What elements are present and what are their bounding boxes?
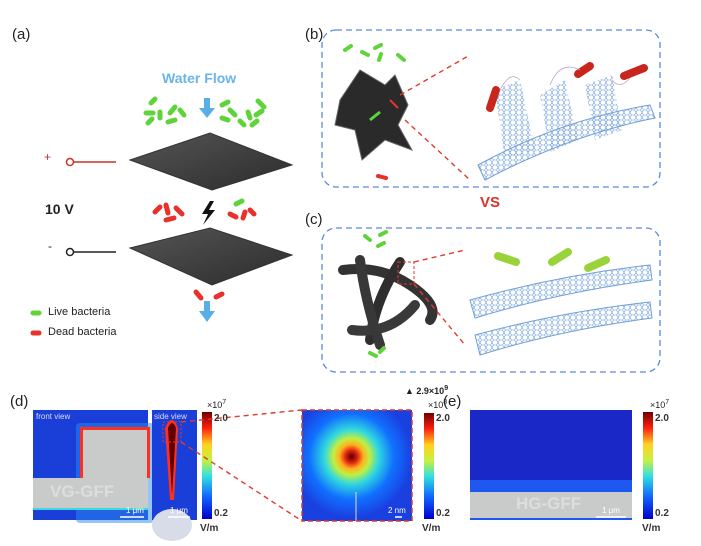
electrode-sheet-top bbox=[128, 132, 294, 191]
colorbar-2 bbox=[424, 413, 434, 519]
graphene-sheets-vertical bbox=[477, 75, 656, 181]
colorbar-3-max: 2.0 bbox=[655, 413, 669, 424]
panel-label-d: (d) bbox=[10, 393, 29, 410]
water-flow-arrow-top bbox=[199, 98, 215, 118]
terminal-plus bbox=[65, 157, 75, 167]
colorbar-2-multiplier: ×108 bbox=[428, 399, 448, 410]
panel-c-box bbox=[321, 227, 661, 373]
live-bacteria-c-large bbox=[494, 248, 610, 272]
colorbar-3 bbox=[643, 412, 653, 519]
water-flow-arrow-bottom bbox=[199, 301, 215, 322]
legend-live-label: Live bacteria bbox=[48, 306, 111, 318]
hg-gff-field-map bbox=[470, 410, 632, 520]
colorbar-2-unit: V/m bbox=[422, 523, 441, 534]
dead-bacteria-b-large bbox=[486, 62, 648, 112]
front-view-label: front view bbox=[36, 412, 71, 421]
live-bacteria-b bbox=[343, 43, 406, 62]
water-flow-label: Water Flow bbox=[162, 70, 237, 86]
voltage-label: 10 V bbox=[45, 201, 74, 217]
colorbar-1 bbox=[202, 412, 212, 519]
colorbar-1-max: 2.0 bbox=[214, 413, 228, 424]
panel-label-e: (e) bbox=[443, 393, 462, 410]
colorbar-1-min: 0.2 bbox=[214, 508, 228, 519]
lightning-icon bbox=[202, 201, 215, 225]
electrode-sheet-bottom bbox=[128, 227, 294, 286]
panel-b-box bbox=[321, 29, 661, 188]
colorbar-2-peak: ▲ 2.9×109 bbox=[405, 385, 449, 396]
scale-bar-front: 1 μm bbox=[126, 506, 144, 515]
colorbar-2-max: 2.0 bbox=[436, 413, 450, 424]
front-view-field-map bbox=[33, 410, 154, 523]
colorbar-3-unit: V/m bbox=[642, 523, 661, 534]
zoom-lines-c bbox=[413, 249, 466, 346]
panel-label-a: (a) bbox=[12, 26, 31, 43]
colorbar-3-min: 0.2 bbox=[655, 508, 669, 519]
scale-bar-e: 1 μm bbox=[602, 506, 620, 515]
dead-bacterium-b bbox=[376, 174, 388, 180]
dead-bacteria-middle bbox=[152, 198, 257, 223]
scale-bar-side: 1 μm bbox=[170, 506, 188, 515]
legend-dead-label: Dead bacteria bbox=[48, 326, 117, 338]
panel-label-c: (c) bbox=[305, 211, 323, 228]
terminal-minus bbox=[65, 247, 75, 257]
colorbar-1-unit: V/m bbox=[200, 523, 219, 534]
side-view-label: side view bbox=[154, 412, 187, 421]
side-view-field-map bbox=[152, 410, 197, 541]
dead-bacteria-bottom bbox=[193, 289, 225, 301]
vg-gff-label: VG-GFF bbox=[50, 482, 115, 501]
zoom-box-c bbox=[397, 261, 415, 285]
colorbar-2-min: 0.2 bbox=[436, 508, 450, 519]
graphene-sheets-horizontal bbox=[469, 264, 653, 356]
hg-gff-label: HG-GFF bbox=[516, 494, 582, 513]
tip-zoom-field-map bbox=[301, 409, 413, 522]
live-bacteria-c bbox=[363, 230, 388, 358]
bacteria-filaments bbox=[499, 66, 631, 91]
plus-label: + bbox=[44, 150, 52, 164]
scale-bar-tip: 2 nm bbox=[388, 506, 406, 515]
horizontal-graphene-fibers bbox=[338, 255, 438, 350]
vertical-graphene-cluster bbox=[334, 69, 414, 161]
live-bacteria-top bbox=[143, 96, 267, 128]
colorbar-3-multiplier: ×107 bbox=[650, 399, 670, 410]
colorbar-1-multiplier: ×107 bbox=[207, 399, 227, 410]
vs-label: VS bbox=[480, 194, 501, 211]
zoom-lines-d bbox=[180, 409, 303, 522]
minus-label: - bbox=[48, 239, 52, 253]
panel-label-b: (b) bbox=[305, 26, 324, 43]
zoom-lines-b bbox=[399, 54, 471, 181]
